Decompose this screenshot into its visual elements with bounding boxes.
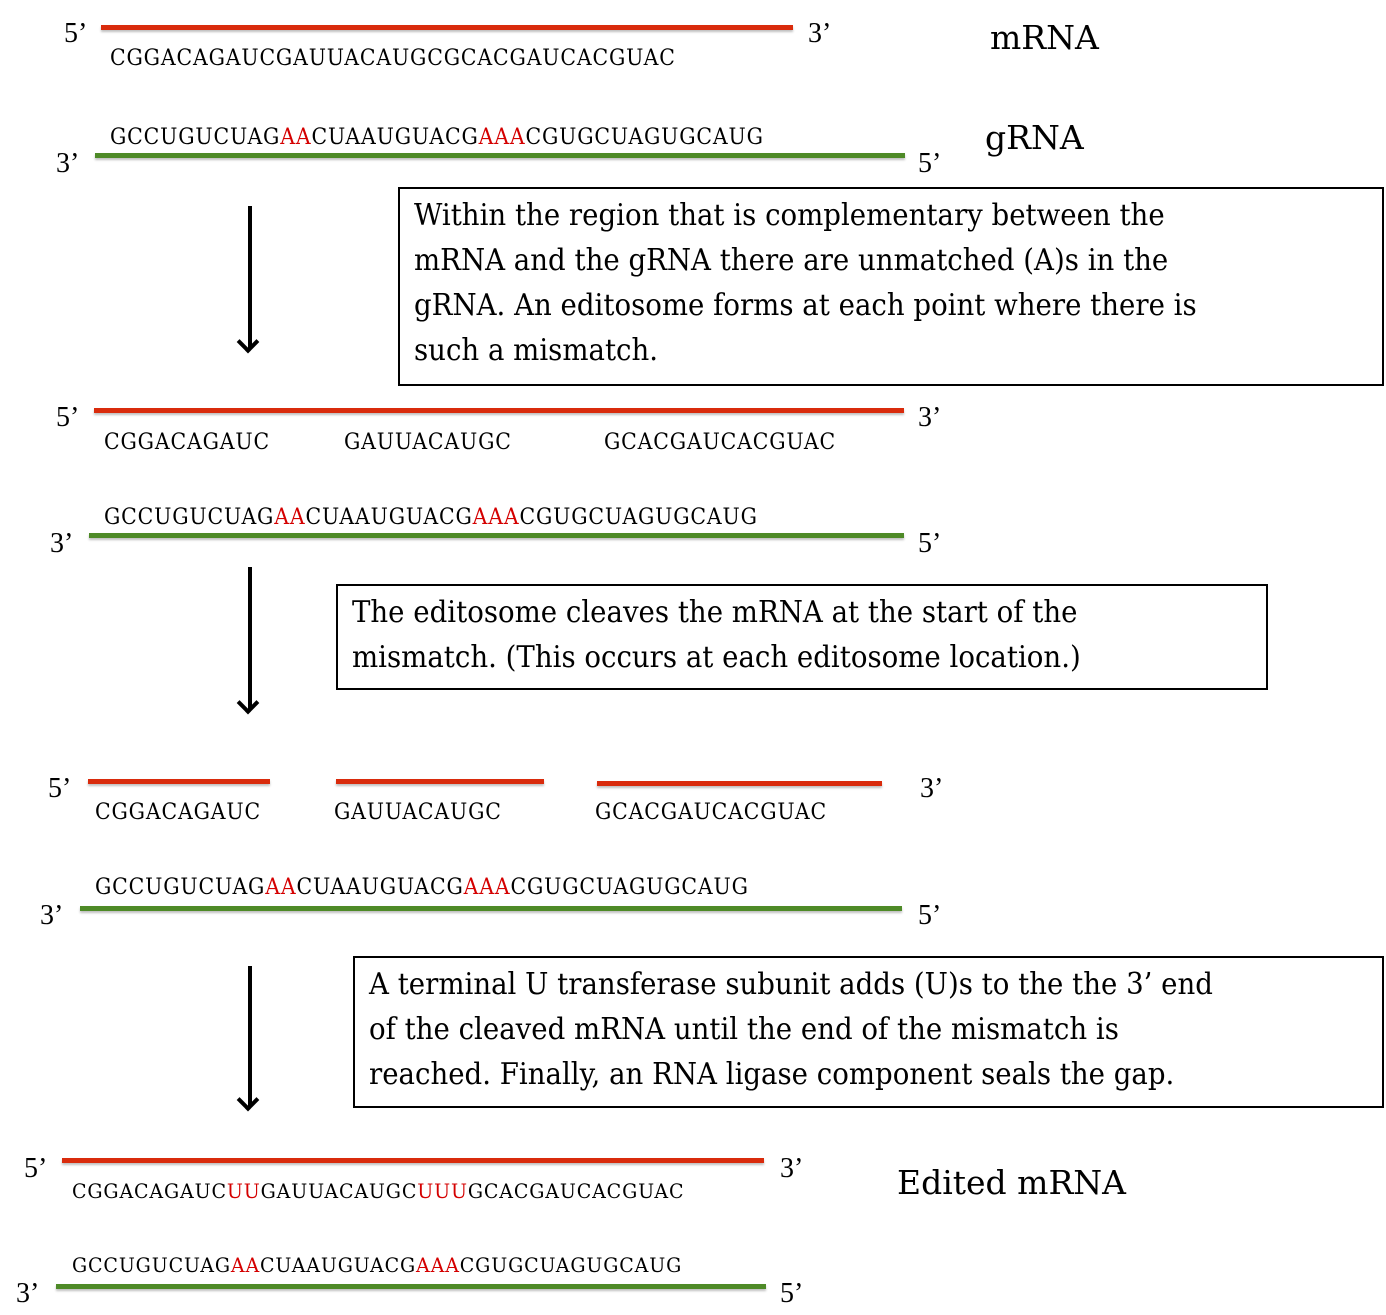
grna-sequence: GCCUGUCUAGAACUAAUGUACGAAACGUGCUAGUGCAUG xyxy=(104,505,758,531)
three-prime-label: 3’ xyxy=(808,18,832,49)
mrna-fragment-3: GCACGAUCACGUAC xyxy=(604,430,836,455)
mrna-sequence: CGGACAGAUCGAUUACAUGCGCACGAUCACGUAC xyxy=(110,46,676,72)
mismatch-bases: AAA xyxy=(463,875,511,900)
mrna-strand xyxy=(62,1158,764,1163)
mismatch-bases: AA xyxy=(265,875,297,900)
sequence-segment: GCACGAUCACGUAC xyxy=(467,1179,685,1203)
mrna-fragment-2: GAUUACAUGC xyxy=(334,800,502,825)
note-editosome-cleaves: The editosome cleaves the mRNA at the st… xyxy=(336,584,1268,690)
mrna-fragment-1: CGGACAGAUC xyxy=(95,800,261,825)
sequence-segment: CUAAUGUACG xyxy=(311,125,479,150)
mismatch-bases: UU xyxy=(226,1179,261,1203)
mismatch-bases: UUU xyxy=(417,1179,468,1203)
grna-sequence: GCCUGUCUAGAACUAAUGUACGAAACGUGCUAGUGCAUG xyxy=(95,875,749,901)
mrna-strand xyxy=(94,408,904,413)
mismatch-bases: AA xyxy=(230,1253,261,1277)
three-prime-label: 3’ xyxy=(780,1153,804,1184)
three-prime-label: 3’ xyxy=(16,1278,40,1309)
mismatch-bases: AA xyxy=(280,125,312,150)
sequence-segment: GCCUGUCUAG xyxy=(110,125,281,150)
five-prime-label: 5’ xyxy=(918,528,942,559)
three-prime-label: 3’ xyxy=(50,528,74,559)
edited-mrna-label: Edited mRNA xyxy=(897,1163,1127,1202)
mrna-fragment-2: GAUUACAUGC xyxy=(344,430,512,455)
mismatch-bases: AAA xyxy=(416,1253,460,1277)
sequence-segment: GCCUGUCUAG xyxy=(95,875,266,900)
grna-strand xyxy=(56,1284,766,1289)
sequence-segment: CGUGCUAGUGCAUG xyxy=(525,125,764,150)
five-prime-label: 5’ xyxy=(780,1278,804,1309)
sequence-segment: CUAAUGUACG xyxy=(296,875,464,900)
mrna-fragment-strand-2 xyxy=(336,779,544,784)
mismatch-bases: AAA xyxy=(472,505,520,530)
sequence-segment: CGGACAGAUC xyxy=(72,1179,227,1203)
sequence-segment: CGUGCUAGUGCAUG xyxy=(459,1253,683,1277)
sequence-segment: CGUGCUAGUGCAUG xyxy=(519,505,758,530)
sequence-segment: GCCUGUCUAG xyxy=(72,1253,231,1277)
down-arrow-icon xyxy=(248,966,252,1106)
note-text: The editosome cleaves the mRNA at the st… xyxy=(352,595,1081,675)
grna-sequence: GCCUGUCUAGAACUAAUGUACGAAACGUGCUAGUGCAUG xyxy=(110,125,764,151)
note-text: A terminal U transferase subunit adds (U… xyxy=(369,967,1213,1092)
five-prime-label: 5’ xyxy=(56,402,80,433)
sequence-segment: CUAAUGUACG xyxy=(260,1253,417,1277)
sequence-segment: CUAAUGUACG xyxy=(305,505,473,530)
note-u-transferase: A terminal U transferase subunit adds (U… xyxy=(353,956,1384,1108)
sequence-segment: GAUUACAUGC xyxy=(260,1179,418,1203)
three-prime-label: 3’ xyxy=(918,402,942,433)
five-prime-label: 5’ xyxy=(64,18,88,49)
mrna-fragment-3: GCACGAUCACGUAC xyxy=(595,800,827,825)
five-prime-label: 5’ xyxy=(48,773,72,804)
mrna-fragment-strand-3 xyxy=(597,781,882,786)
mismatch-bases: AAA xyxy=(478,125,526,150)
mrna-fragment-1: CGGACAGAUC xyxy=(104,430,270,455)
sequence-segment: GCCUGUCUAG xyxy=(104,505,275,530)
sequence-segment: CGGACAGAUCGAUUACAUGCGCACGAUCACGUAC xyxy=(110,46,676,71)
grna-label: gRNA xyxy=(985,118,1084,157)
note-editosome-forms: Within the region that is complementary … xyxy=(398,187,1384,386)
sequence-segment: CGUGCUAGUGCAUG xyxy=(510,875,749,900)
five-prime-label: 5’ xyxy=(918,900,942,931)
mismatch-bases: AA xyxy=(274,505,306,530)
three-prime-label: 3’ xyxy=(56,148,80,179)
mrna-strand xyxy=(101,25,793,30)
three-prime-label: 3’ xyxy=(40,900,64,931)
five-prime-label: 5’ xyxy=(24,1153,48,1184)
note-text: Within the region that is complementary … xyxy=(414,198,1197,368)
three-prime-label: 3’ xyxy=(920,773,944,804)
down-arrow-icon xyxy=(248,567,252,709)
five-prime-label: 5’ xyxy=(918,148,942,179)
grna-strand xyxy=(89,533,904,538)
grna-sequence: GCCUGUCUAGAACUAAUGUACGAAACGUGCUAGUGCAUG xyxy=(72,1252,682,1278)
grna-strand xyxy=(80,906,902,911)
edited-mrna-sequence: CGGACAGAUCUUGAUUACAUGCUUUGCACGAUCACGUAC xyxy=(72,1178,684,1204)
mrna-fragment-strand-1 xyxy=(88,779,270,784)
grna-strand xyxy=(95,153,905,158)
down-arrow-icon xyxy=(248,206,252,348)
mrna-label: mRNA xyxy=(990,18,1099,57)
